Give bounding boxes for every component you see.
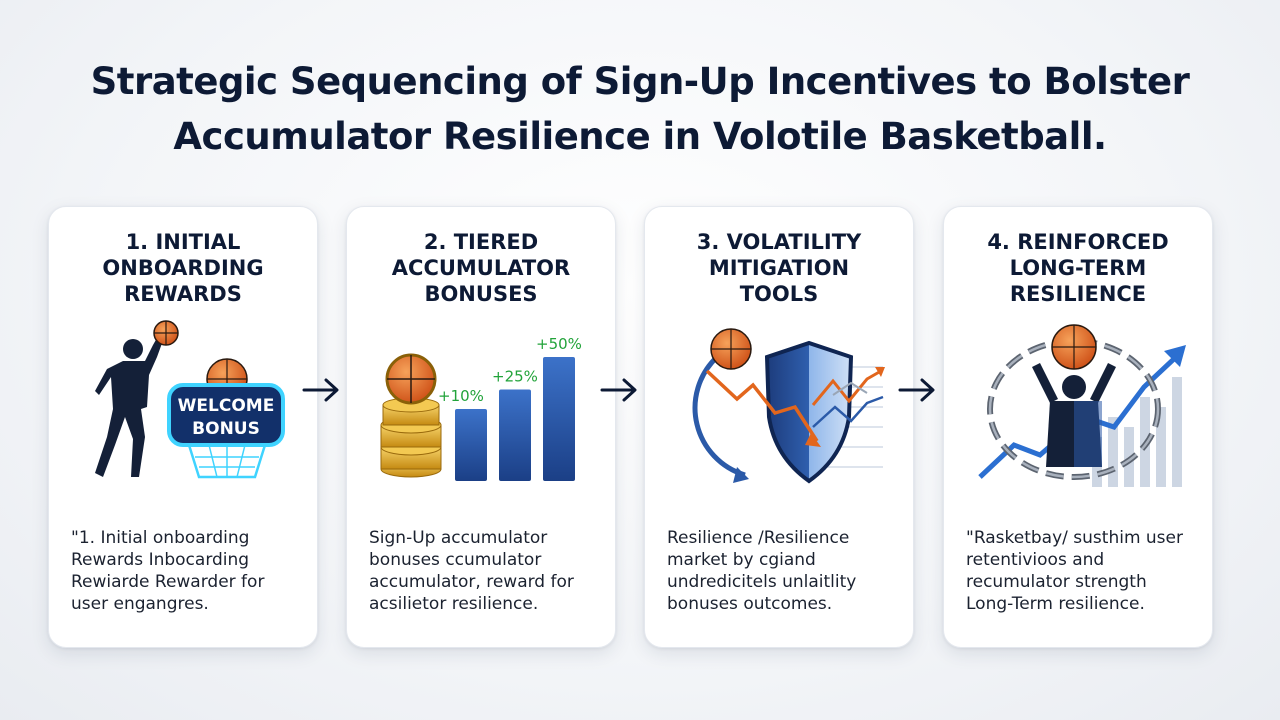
step-1-title: 1. INITIAL ONBOARDING REWARDS	[59, 229, 307, 307]
tier-label: +25%	[492, 368, 538, 386]
step-4-title-line: LONG-TERM	[1009, 256, 1147, 280]
arrow-right-icon	[302, 378, 339, 402]
step-2-title-line: 2. TIERED	[423, 230, 539, 254]
step-3-text-line: market by cgiand	[667, 550, 816, 570]
tier-bar-chart: +10% +25% +50%	[438, 335, 582, 481]
cycle-arrow-icon	[692, 355, 746, 478]
coins-bar-chart-icon: +10% +25% +50%	[380, 335, 582, 481]
step-3-title: 3. VOLATILITY MITIGATION TOOLS	[655, 229, 903, 307]
step-4-title-line: RESILIENCE	[1009, 282, 1147, 306]
step-1-description: "1. Initial onboarding Rewards Inbocardi…	[71, 527, 303, 615]
volatility-line	[705, 369, 819, 442]
step-1-text-line: Rewards Inbocarding	[71, 550, 250, 570]
step-2-description: Sign-Up accumulator bonuses ccumulator a…	[369, 527, 601, 615]
step-card-4: 4. REINFORCED LONG-TERM RESILIENCE	[943, 206, 1213, 648]
step-4-description: "Rasketbay/ susthim user retentivioos an…	[966, 527, 1198, 615]
tier-label: +50%	[536, 335, 582, 353]
step-2-title-line: ACCUMULATOR	[391, 256, 571, 280]
step-3-title-line: TOOLS	[739, 282, 819, 306]
step-3-title-line: MITIGATION	[708, 256, 850, 280]
title-line-1: Strategic Sequencing of Sign-Up Incentiv…	[90, 60, 1190, 103]
player-welcome-bonus-icon: WELCOME BONUS	[95, 320, 285, 479]
badge-line-2: BONUS	[192, 419, 260, 439]
tier-bar	[499, 389, 531, 481]
coin-stack-icon	[380, 397, 442, 478]
step-4-text-line: retentivioos and	[966, 550, 1105, 570]
step-1-title-line: ONBOARDING	[102, 256, 264, 280]
step-4-title-line: 4. REINFORCED	[987, 230, 1169, 254]
badge-line-1: WELCOME	[178, 396, 275, 416]
step-2-text-line: Sign-Up accumulator	[369, 528, 548, 548]
step-3-text-line: bonuses outcomes.	[667, 594, 833, 614]
arrow-right-icon	[898, 378, 935, 402]
tier-label: +10%	[438, 387, 484, 405]
step-2-title: 2. TIERED ACCUMULATOR BONUSES	[357, 229, 605, 307]
step-card-2: 2. TIERED ACCUMULATOR BONUSES +10%	[346, 206, 616, 648]
step-card-3: 3. VOLATILITY MITIGATION TOOLS	[644, 206, 914, 648]
step-1-text-line: user engangres.	[71, 594, 209, 614]
step-3-description: Resilience /Resilience market by cgiand …	[667, 527, 899, 615]
step-1-text-line: Rewiarde Rewarder for	[71, 572, 265, 592]
step-3-text-line: Resilience /Resilience	[667, 528, 850, 548]
page-title: Strategic Sequencing of Sign-Up Incentiv…	[40, 54, 1240, 164]
hoop-net-icon	[187, 443, 267, 479]
shield-trend-icon	[692, 328, 885, 484]
recovery-line	[811, 369, 882, 406]
step-4-text-line: Long-Term resilience.	[966, 594, 1145, 614]
step-2-text-line: acsilietor resilience.	[369, 594, 539, 614]
title-line-2: Accumulator Resilience in Volotile Baske…	[173, 115, 1107, 158]
step-3-text-line: undredicitels unlaitlity	[667, 572, 857, 592]
arrow-right-icon	[600, 378, 637, 402]
player-silhouette-icon	[95, 331, 165, 477]
step-1-text-line: "1. Initial onboarding	[71, 528, 250, 548]
step-4-title: 4. REINFORCED LONG-TERM RESILIENCE	[954, 229, 1202, 307]
step-1-title-line: 1. INITIAL	[125, 230, 241, 254]
step-4-text-line: recumulator strength	[966, 572, 1147, 592]
step-2-title-line: BONUSES	[424, 282, 538, 306]
tier-bar	[455, 409, 487, 481]
step-2-text-line: accumulator, reward for	[369, 572, 574, 592]
chain-growth-icon	[978, 324, 1186, 487]
step-2-text-line: bonuses ccumulator	[369, 550, 542, 570]
step-1-title-line: REWARDS	[124, 282, 242, 306]
tier-bar	[543, 357, 575, 481]
step-4-text-line: "Rasketbay/ susthim user	[966, 528, 1183, 548]
step-card-1: 1. INITIAL ONBOARDING REWARDS WELCOME BO…	[48, 206, 318, 648]
stable-line	[812, 395, 884, 428]
step-3-title-line: 3. VOLATILITY	[696, 230, 862, 254]
